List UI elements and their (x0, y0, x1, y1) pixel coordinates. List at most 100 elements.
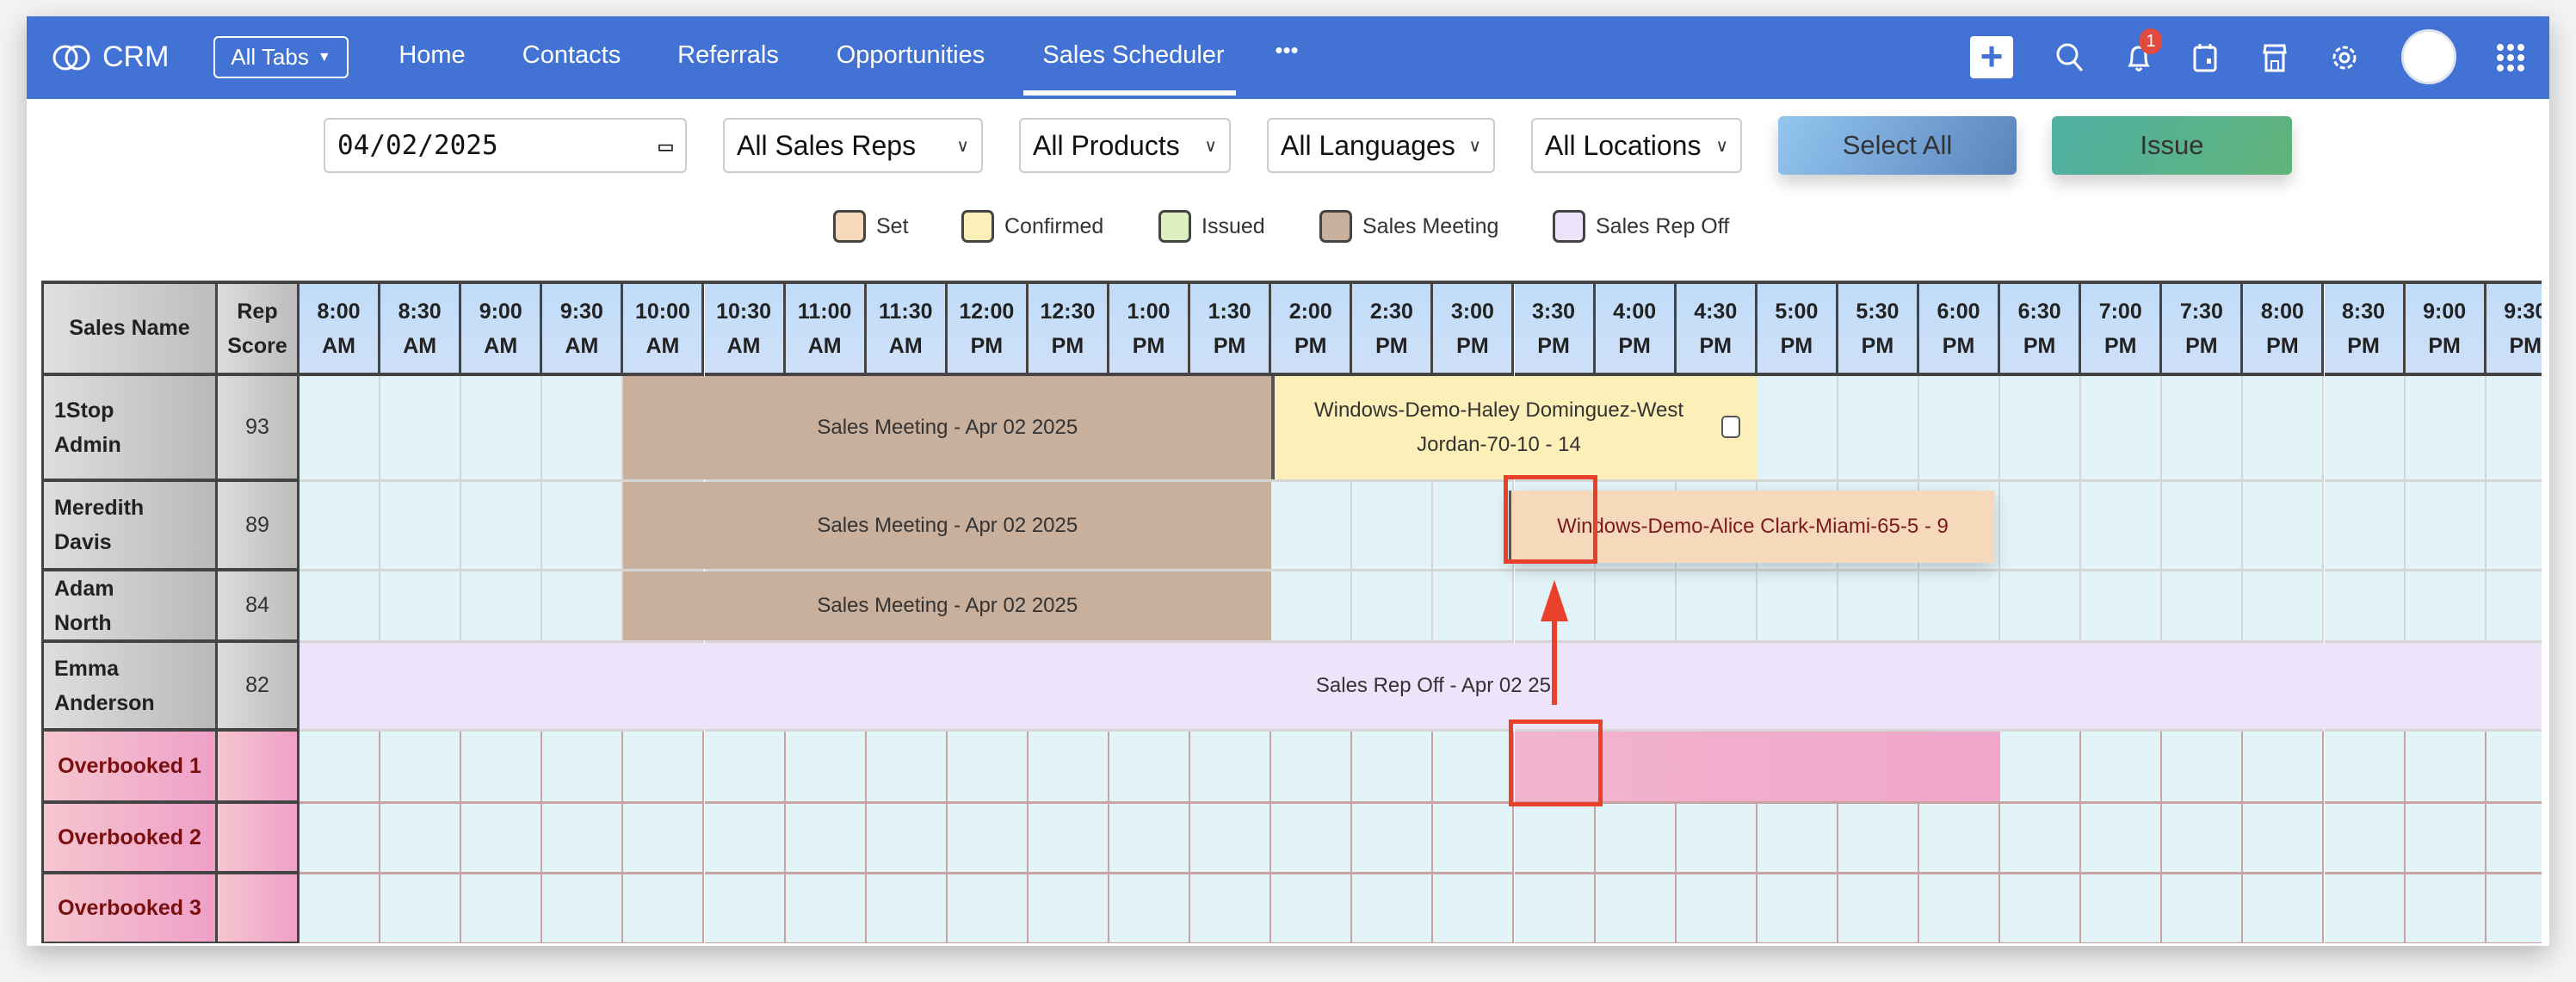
time-slot-cell[interactable] (2162, 732, 2244, 804)
nav-sales-scheduler[interactable]: Sales Scheduler (1042, 41, 1225, 69)
time-slot-cell[interactable] (542, 571, 624, 643)
time-slot-cell[interactable] (1271, 804, 1353, 874)
time-slot-cell[interactable] (1433, 571, 1515, 643)
time-slot-cell[interactable] (1028, 874, 1109, 943)
time-slot-cell[interactable] (1352, 804, 1434, 874)
locations-select[interactable]: All Locations∨ (1531, 118, 1742, 173)
time-slot-cell[interactable] (1514, 874, 1596, 943)
time-slot-cell[interactable] (2405, 376, 2486, 482)
time-slot-cell[interactable] (1595, 874, 1677, 943)
time-slot-cell[interactable] (2081, 376, 2163, 482)
time-slot-cell[interactable] (461, 732, 543, 804)
time-slot-cell[interactable] (1271, 482, 1353, 571)
time-slot-cell[interactable] (2081, 482, 2163, 571)
time-slot-cell[interactable] (1109, 732, 1191, 804)
time-slot-cell[interactable] (461, 482, 543, 571)
time-slot-cell[interactable] (2486, 874, 2542, 943)
time-slot-cell[interactable] (1514, 804, 1596, 874)
time-slot-cell[interactable] (380, 804, 462, 874)
time-slot-cell[interactable] (1190, 804, 1272, 874)
time-slot-cell[interactable] (2000, 732, 2082, 804)
time-slot-cell[interactable] (947, 732, 1029, 804)
time-slot-cell[interactable] (2324, 571, 2406, 643)
time-slot-cell[interactable] (2324, 482, 2406, 571)
time-slot-cell[interactable] (623, 874, 705, 943)
select-all-button[interactable]: Select All (1778, 116, 2017, 175)
time-slot-cell[interactable] (2162, 571, 2244, 643)
time-slot-cell[interactable] (1676, 804, 1757, 874)
time-slot-cell[interactable] (2081, 874, 2163, 943)
more-tabs-button[interactable]: ••• (1275, 37, 1299, 63)
time-slot-cell[interactable] (623, 804, 705, 874)
time-slot-cell[interactable] (1352, 874, 1434, 943)
all-tabs-dropdown[interactable]: All Tabs▼ (213, 36, 349, 78)
time-slot-cell[interactable] (380, 482, 462, 571)
time-slot-cell[interactable] (1190, 874, 1272, 943)
time-slot-cell[interactable] (380, 571, 462, 643)
nav-opportunities[interactable]: Opportunities (836, 41, 985, 69)
time-slot-cell[interactable] (947, 874, 1029, 943)
time-slot-cell[interactable] (1352, 732, 1434, 804)
nav-contacts[interactable]: Contacts (522, 41, 621, 69)
time-slot-cell[interactable] (300, 571, 381, 643)
time-slot-cell[interactable] (1352, 482, 1434, 571)
time-slot-cell[interactable] (1109, 804, 1191, 874)
time-slot-cell[interactable] (1838, 376, 1919, 482)
time-slot-cell[interactable] (300, 732, 381, 804)
time-slot-cell[interactable] (1757, 376, 1838, 482)
time-slot-cell[interactable] (461, 571, 543, 643)
time-slot-cell[interactable] (2405, 804, 2486, 874)
time-slot-cell[interactable] (1595, 571, 1677, 643)
time-slot-cell[interactable] (1271, 874, 1353, 943)
sales-reps-select[interactable]: All Sales Reps∨ (723, 118, 983, 173)
time-slot-cell[interactable] (704, 732, 786, 804)
time-slot-cell[interactable] (2243, 732, 2325, 804)
time-slot-cell[interactable] (2081, 571, 2163, 643)
time-slot-cell[interactable] (542, 482, 624, 571)
nav-referrals[interactable]: Referrals (677, 41, 779, 69)
time-slot-cell[interactable] (1433, 482, 1515, 571)
time-slot-cell[interactable] (461, 874, 543, 943)
schedule-block-confirmed[interactable]: Windows-Demo-Haley Dominguez-West Jordan… (1271, 376, 1757, 479)
time-slot-cell[interactable] (2486, 482, 2542, 571)
time-slot-cell[interactable] (1919, 571, 2001, 643)
languages-select[interactable]: All Languages∨ (1267, 118, 1495, 173)
time-slot-cell[interactable] (2405, 874, 2486, 943)
time-slot-cell[interactable] (866, 874, 948, 943)
time-slot-cell[interactable] (300, 804, 381, 874)
time-slot-cell[interactable] (2081, 804, 2163, 874)
search-icon[interactable] (2053, 40, 2087, 75)
time-slot-cell[interactable] (542, 874, 624, 943)
time-slot-cell[interactable] (2000, 482, 2082, 571)
time-slot-cell[interactable] (1352, 571, 1434, 643)
time-slot-cell[interactable] (300, 874, 381, 943)
bell-icon[interactable] (2122, 40, 2156, 75)
time-slot-cell[interactable] (461, 376, 543, 482)
time-slot-cell[interactable] (380, 376, 462, 482)
time-slot-cell[interactable] (2243, 376, 2325, 482)
time-slot-cell[interactable] (2243, 482, 2325, 571)
create-button[interactable]: + (1970, 36, 2013, 78)
time-slot-cell[interactable] (1595, 804, 1677, 874)
time-slot-cell[interactable] (947, 804, 1029, 874)
store-icon[interactable] (2258, 40, 2292, 75)
time-slot-cell[interactable] (1838, 804, 1919, 874)
time-slot-cell[interactable] (542, 732, 624, 804)
time-slot-cell[interactable] (1271, 732, 1353, 804)
time-slot-cell[interactable] (785, 874, 867, 943)
time-slot-cell[interactable] (300, 376, 381, 482)
time-slot-cell[interactable] (2162, 376, 2244, 482)
time-slot-cell[interactable] (2000, 376, 2082, 482)
time-slot-cell[interactable] (623, 732, 705, 804)
time-slot-cell[interactable] (1190, 732, 1272, 804)
dragged-appointment-set[interactable]: Windows-Demo-Alice Clark-Miami-65-5 - 9 (1509, 491, 1994, 563)
time-slot-cell[interactable] (1919, 804, 2001, 874)
time-slot-cell[interactable] (2324, 804, 2406, 874)
time-slot-cell[interactable] (1838, 874, 1919, 943)
time-slot-cell[interactable] (1271, 571, 1353, 643)
time-slot-cell[interactable] (1433, 732, 1515, 804)
schedule-block-meeting[interactable]: Sales Meeting - Apr 02 2025 (623, 482, 1272, 569)
time-slot-cell[interactable] (1919, 874, 2001, 943)
issue-button[interactable]: Issue (2052, 116, 2292, 175)
time-slot-cell[interactable] (2243, 571, 2325, 643)
